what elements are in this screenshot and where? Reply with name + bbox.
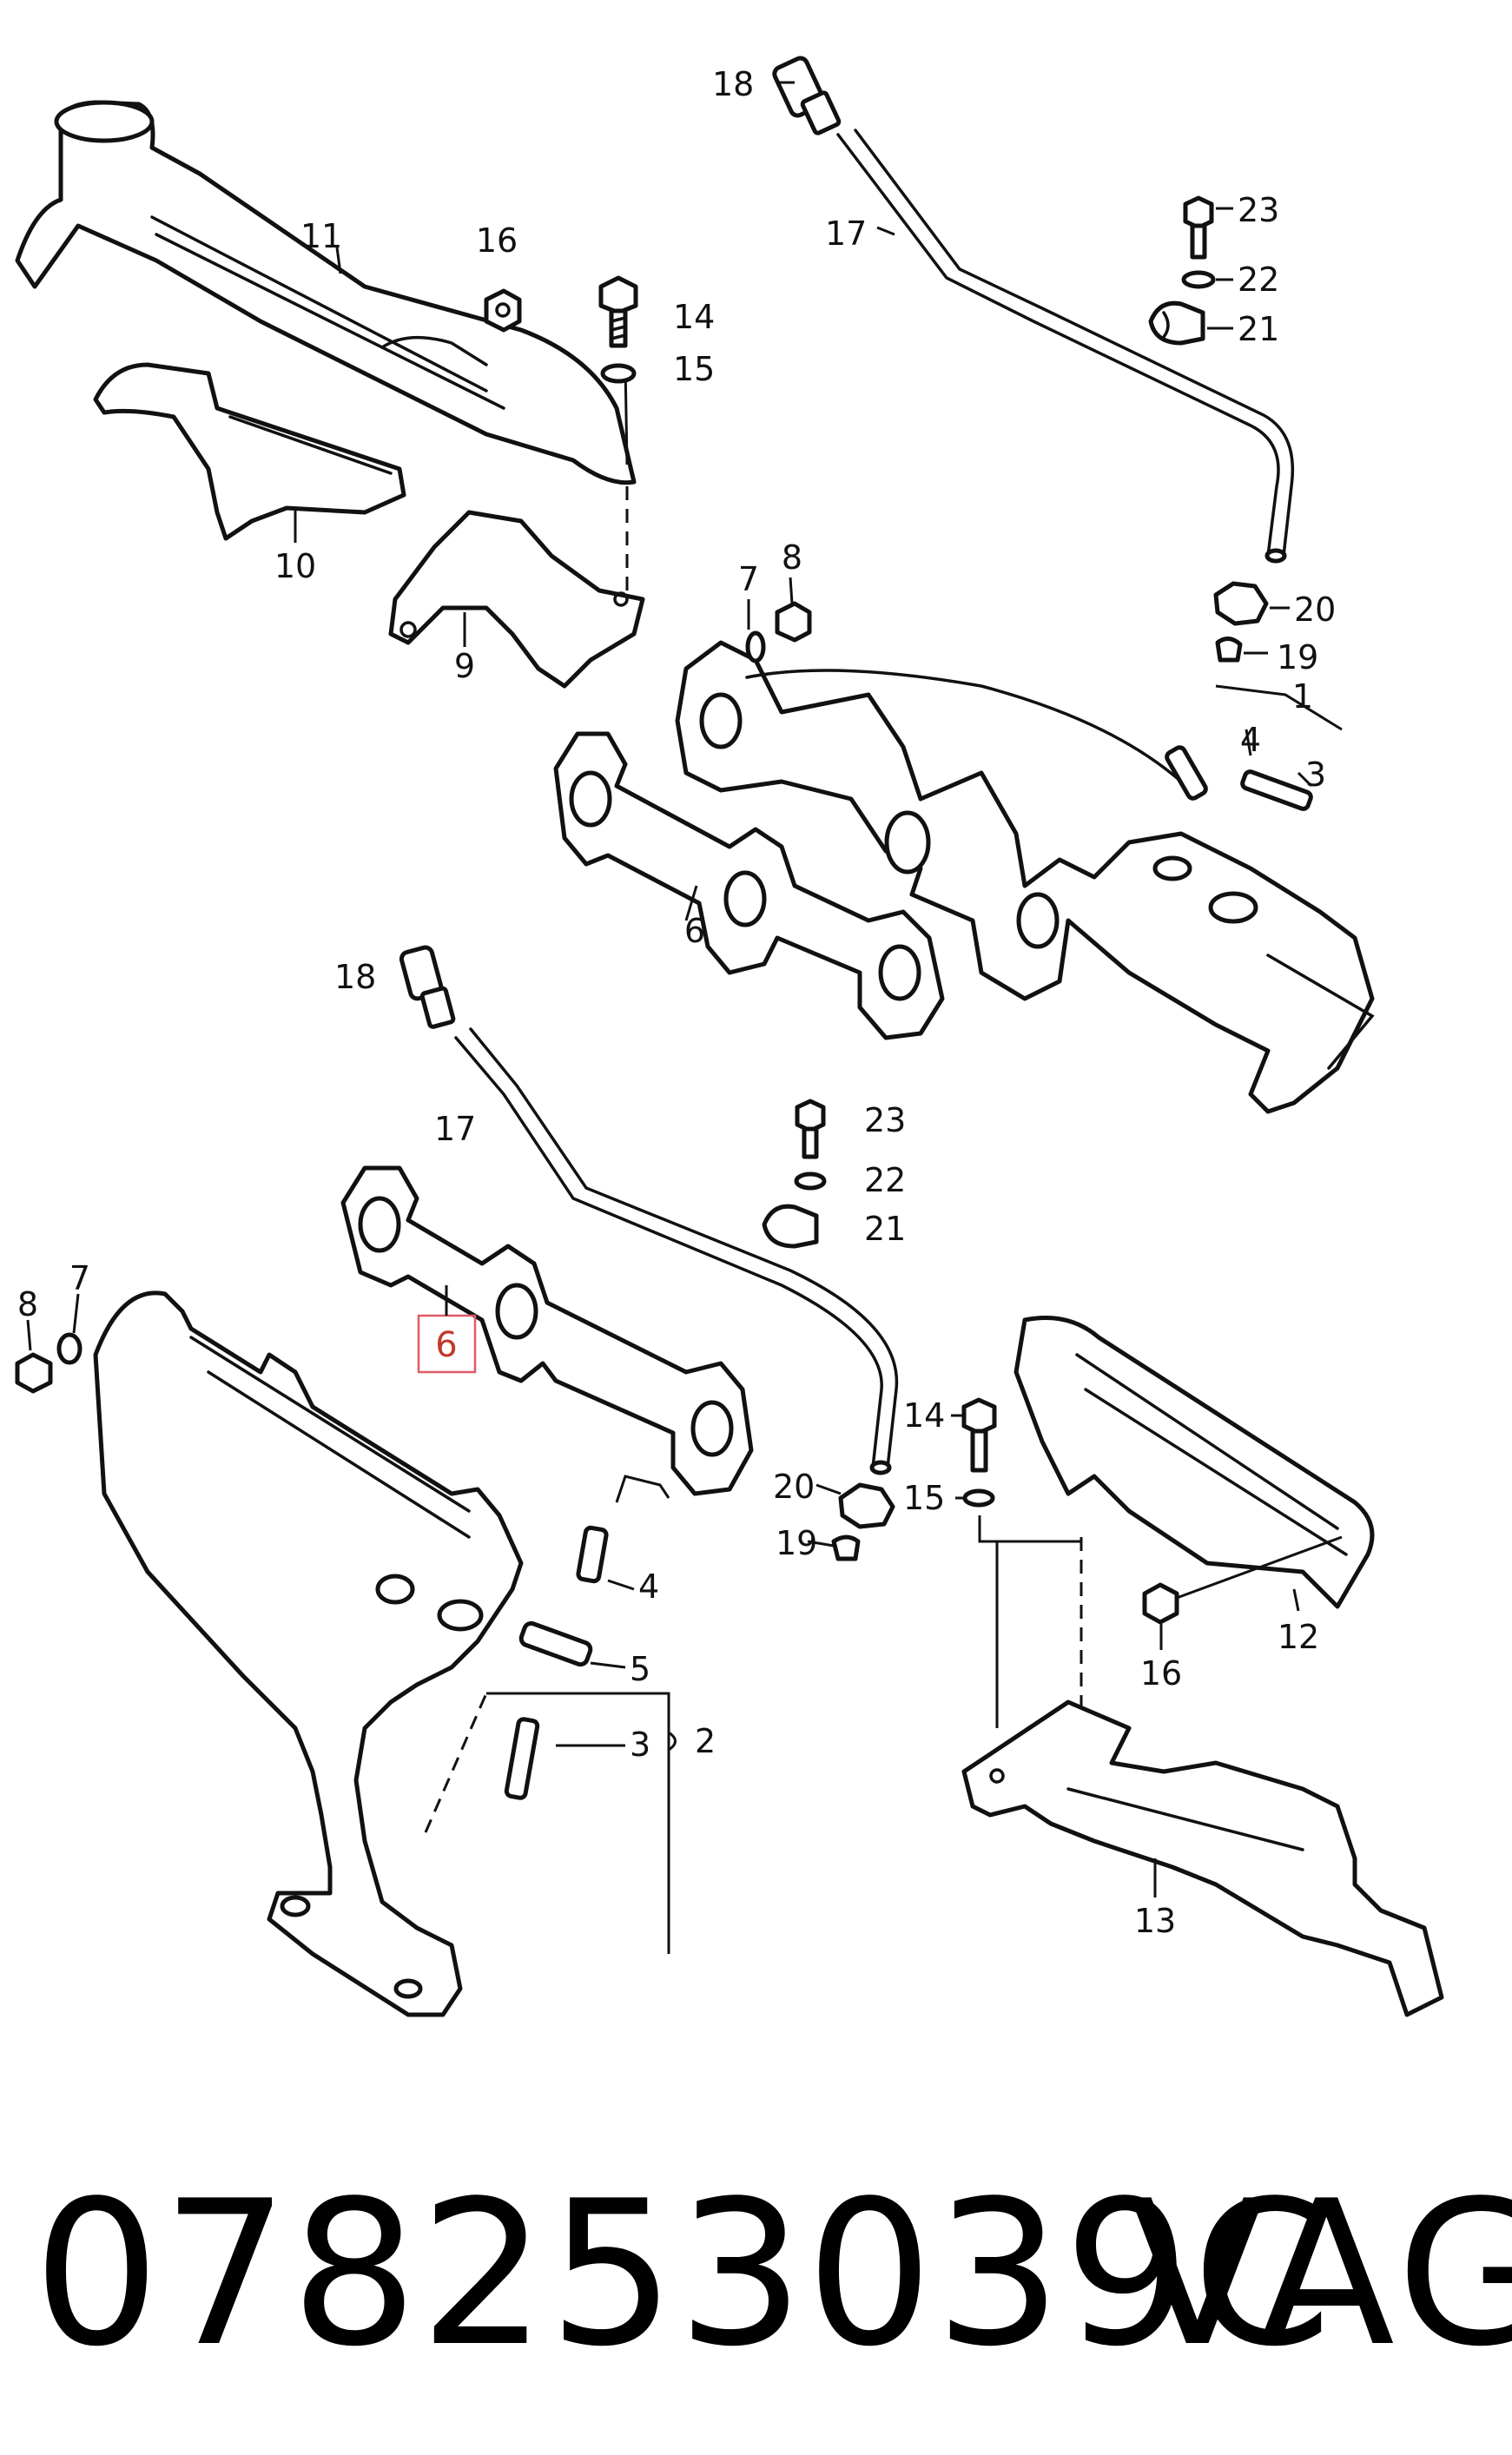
callout-21-top: 21 bbox=[1238, 310, 1279, 348]
callout-20-top: 20 bbox=[1294, 591, 1336, 629]
stud-3-bottom bbox=[504, 1717, 540, 1800]
callout-3-bottom: 3 bbox=[630, 1726, 650, 1764]
bolt-14-top bbox=[598, 275, 638, 348]
callout-11: 11 bbox=[300, 217, 342, 255]
callout-17-top: 17 bbox=[825, 214, 867, 253]
callout-8-bottom: 8 bbox=[17, 1285, 38, 1323]
callout-17-bottom: 17 bbox=[434, 1110, 476, 1148]
callout-16-top: 16 bbox=[476, 221, 518, 260]
callout-14-top: 14 bbox=[673, 298, 715, 336]
stud-3-top bbox=[1240, 769, 1313, 811]
washer-15-top bbox=[600, 363, 637, 384]
callout-19-bottom: 19 bbox=[776, 1524, 817, 1562]
callout-15-bottom: 15 bbox=[903, 1479, 945, 1517]
exhaust-manifold-1 bbox=[675, 640, 1375, 1114]
callout-1: 1 bbox=[1292, 677, 1313, 716]
callout-12: 12 bbox=[1278, 1618, 1319, 1656]
callout-7-bottom: 7 bbox=[69, 1259, 90, 1297]
callout-4-bottom: 4 bbox=[638, 1567, 659, 1606]
callout-14-bottom: 14 bbox=[903, 1396, 945, 1435]
callout-15-top: 15 bbox=[673, 350, 715, 388]
heat-shield-12 bbox=[1014, 1316, 1375, 1609]
callout-5: 5 bbox=[630, 1650, 650, 1688]
callout-8-top: 8 bbox=[782, 538, 802, 577]
stud-4-bottom bbox=[576, 1525, 609, 1584]
nut-20-top bbox=[1213, 581, 1269, 626]
callout-20-bottom: 20 bbox=[773, 1468, 815, 1506]
pipe-17-bottom bbox=[454, 1027, 899, 1475]
bolt-14-bottom bbox=[961, 1397, 997, 1473]
heat-shield-11 bbox=[15, 100, 637, 485]
nut-20-bottom bbox=[838, 1482, 895, 1529]
gasket-6-bottom bbox=[340, 1165, 754, 1496]
footer: 078253039C VAG bbox=[0, 2145, 1512, 2406]
stud-5 bbox=[518, 1620, 593, 1667]
callout-3-top: 3 bbox=[1305, 756, 1326, 794]
callout-9: 9 bbox=[454, 647, 475, 685]
callout-23-top: 23 bbox=[1238, 191, 1279, 229]
callout-6-top: 6 bbox=[684, 912, 705, 950]
callout-23-bottom: 23 bbox=[864, 1101, 906, 1139]
highlighted-callout-6: 6 bbox=[417, 1314, 477, 1374]
nut-8-top bbox=[775, 601, 812, 643]
bolt-23-top bbox=[1183, 195, 1214, 260]
callout-19-top: 19 bbox=[1277, 638, 1318, 676]
callout-21-bottom: 21 bbox=[864, 1210, 906, 1248]
washer-15-bottom bbox=[962, 1488, 995, 1508]
sleeve-19-top bbox=[1215, 637, 1243, 663]
exhaust-manifold-parts-diagram: 11 16 14 15 10 9 18 17 23 22 21 20 19 1 … bbox=[15, 56, 1444, 2017]
callout-18-bottom: 18 bbox=[334, 958, 376, 996]
sensor-18-bottom bbox=[399, 945, 456, 1029]
clip-21-bottom bbox=[762, 1204, 819, 1249]
callout-4-top: 4 bbox=[1240, 721, 1261, 759]
washer-22-top bbox=[1181, 270, 1216, 289]
washer-22-bottom bbox=[794, 1171, 827, 1191]
brand-name: VAG bbox=[1129, 2159, 1512, 2391]
stud-4-top bbox=[1165, 745, 1208, 801]
callout-16-bottom: 16 bbox=[1140, 1654, 1182, 1693]
part-number: 078253039C bbox=[33, 2159, 1334, 2391]
sleeve-19-bottom bbox=[831, 1534, 861, 1561]
nut-8-bottom bbox=[15, 1352, 53, 1394]
nut-16-top bbox=[484, 288, 522, 333]
callout-13: 13 bbox=[1134, 1902, 1176, 1940]
washer-7-bottom bbox=[56, 1332, 83, 1365]
callout-7-top: 7 bbox=[738, 560, 759, 598]
callout-10: 10 bbox=[274, 547, 316, 585]
nut-16-bottom bbox=[1142, 1582, 1179, 1625]
callout-22-top: 22 bbox=[1238, 261, 1279, 299]
exhaust-manifold-2 bbox=[93, 1290, 524, 2017]
callout-22-bottom: 22 bbox=[864, 1161, 906, 1199]
gasket-6-top bbox=[553, 731, 945, 1040]
callout-18-top: 18 bbox=[712, 65, 754, 103]
callout-6-bottom: 6 bbox=[435, 1325, 457, 1365]
bolt-23-bottom bbox=[795, 1099, 826, 1159]
heat-shield-13 bbox=[961, 1699, 1444, 2017]
clip-21-top bbox=[1148, 300, 1205, 346]
heat-shield-9 bbox=[388, 510, 645, 689]
callout-2: 2 bbox=[695, 1722, 716, 1760]
sensor-18-top bbox=[772, 56, 842, 135]
pipe-17-top bbox=[836, 129, 1295, 564]
washer-7-top bbox=[745, 630, 766, 663]
heat-shield-10 bbox=[93, 362, 406, 541]
